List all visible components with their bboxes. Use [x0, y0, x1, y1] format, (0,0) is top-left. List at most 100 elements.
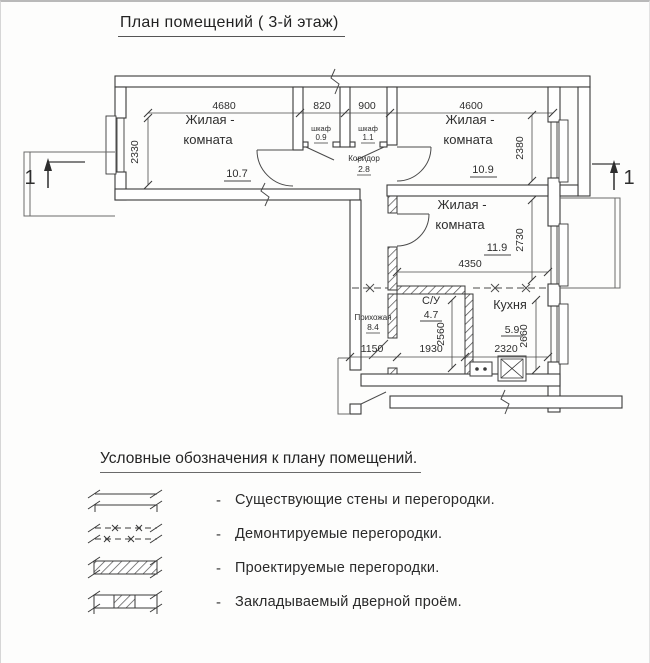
door-leaf-closet2 [355, 146, 385, 161]
wall-loggia-south [559, 184, 579, 197]
windows [105, 115, 569, 365]
living-left-label-1: Жилая - [185, 112, 234, 127]
door-arc-living-left [256, 149, 294, 187]
wall-corridor-east [386, 86, 398, 146]
door-leaf-bathroom [368, 339, 389, 360]
door-leaf-entry [360, 391, 387, 405]
doors [256, 146, 432, 405]
hallway-area: 8.4 [367, 322, 379, 332]
living-right-label-2: комната [443, 132, 493, 147]
wall-lower-west-stub [349, 403, 362, 415]
hallway-label: Прихожая [354, 313, 391, 322]
living-right-area: 10.9 [472, 164, 493, 176]
window-sill-west [105, 115, 117, 175]
wall-closet-divider [339, 86, 351, 148]
kitchen-area: 5.9 [505, 324, 520, 336]
window-sill-east-1 [558, 119, 569, 183]
wall-east-2 [547, 177, 561, 227]
wall-south-left-wing [114, 188, 361, 201]
new-wall-midroom-1 [387, 195, 398, 214]
closet-right-area: 1.1 [362, 133, 374, 142]
new-wall-bath-east [464, 293, 474, 375]
legend-label-demolished: Демонтируемые перегородки. [235, 526, 443, 542]
legend-bullet: - [216, 593, 221, 611]
door-leaf-closet1 [305, 146, 335, 161]
corridor-area: 2.8 [358, 164, 370, 174]
dim-2560: 2560 [435, 322, 447, 346]
section-label-right: 1 [623, 167, 634, 189]
dim-1150: 1150 [361, 343, 384, 355]
closet1-jamb-left [302, 141, 309, 148]
new-wall-midroom-2 [387, 246, 398, 291]
new-partitions-icon [87, 556, 163, 579]
wall-south-lower [360, 373, 561, 387]
living-right-label-1: Жилая - [445, 112, 494, 127]
legend-item-existing-walls: - Существующие стены и перегородки. [85, 486, 495, 514]
stove-icon [469, 361, 493, 377]
legend-label-infill-door: Закладываемый дверной проём. [235, 594, 462, 610]
wall-east-3 [547, 283, 561, 307]
dim-4350: 4350 [458, 258, 482, 270]
section-arrow-right [610, 160, 618, 173]
page-title: План помещений ( 3-й этаж) [118, 14, 345, 37]
demolished-partitions [352, 283, 548, 293]
door-arc-living-mid [396, 213, 430, 247]
balcony-left [23, 151, 115, 217]
legend-label-existing-walls: Существующие стены и перегородки. [235, 492, 495, 508]
legend-item-demolished: - Демонтируемые перегородки. [85, 520, 442, 548]
balconies [23, 151, 621, 415]
dim-1930: 1930 [419, 343, 443, 355]
closet2-jamb-right [379, 141, 388, 148]
closet1-jamb-right [332, 141, 341, 148]
living-mid-area: 11.9 [487, 242, 508, 254]
legend-bullet: - [216, 559, 221, 577]
dim-2320: 2320 [494, 343, 518, 355]
dim-2660: 2660 [518, 324, 530, 348]
floor-plan-drawing: 4680 820 900 4600 2330 2380 2730 4350 25… [23, 68, 635, 415]
section-arrow-left [44, 158, 52, 171]
new-wall-bath-west-stub [387, 367, 398, 375]
break-marks [260, 68, 510, 415]
window-sill-east-2 [558, 223, 569, 287]
living-left-label-2: комната [183, 132, 233, 147]
dim-4680: 4680 [212, 100, 236, 112]
wall-west-upper [114, 86, 127, 119]
living-mid-label-1: Жилая - [437, 197, 486, 212]
dim-820: 820 [313, 100, 331, 112]
section-markers: 1 1 [24, 158, 635, 190]
infill-door-icon [87, 590, 163, 614]
bathroom-area: 4.7 [424, 309, 439, 321]
dim-2380: 2380 [514, 136, 526, 160]
dim-2330: 2330 [129, 140, 141, 164]
wall-between-right-rooms [386, 184, 549, 197]
section-label-left: 1 [24, 167, 35, 189]
wall-north [114, 75, 591, 88]
living-mid-label-2: комната [435, 217, 485, 232]
bathroom-label: С/У [422, 295, 441, 307]
wall-lower-west [349, 199, 362, 371]
window-sill-east-3 [558, 303, 569, 365]
room-labels: Жилая - комната 10.7 Жилая - комната 10.… [183, 112, 527, 337]
new-partitions [387, 195, 474, 375]
closet-left-label: шкаф [311, 124, 331, 133]
door-arc-living-right [396, 146, 432, 182]
balcony-right [560, 197, 621, 289]
legend-bullet: - [216, 525, 221, 543]
dim-2730: 2730 [514, 228, 526, 252]
legend-item-infill-door: - Закладываемый дверной проём. [85, 588, 462, 616]
existing-walls-icon [87, 489, 163, 512]
new-wall-bath-west [387, 293, 398, 339]
closet-left-area: 0.9 [315, 133, 327, 142]
closet2-jamb-left [349, 141, 356, 148]
legend-bullet: - [216, 491, 221, 509]
dimension-ticks [143, 108, 558, 375]
wall-corridor-west [292, 86, 304, 151]
kitchen-label: Кухня [493, 298, 526, 312]
legend-title: Условные обозначения к плану помещений. [100, 450, 422, 473]
living-left-area: 10.7 [226, 168, 247, 180]
dimension-lines [147, 112, 553, 370]
demolished-partitions-icon [87, 523, 163, 544]
dim-4600: 4600 [459, 100, 483, 112]
kitchen-fixtures [469, 355, 527, 382]
